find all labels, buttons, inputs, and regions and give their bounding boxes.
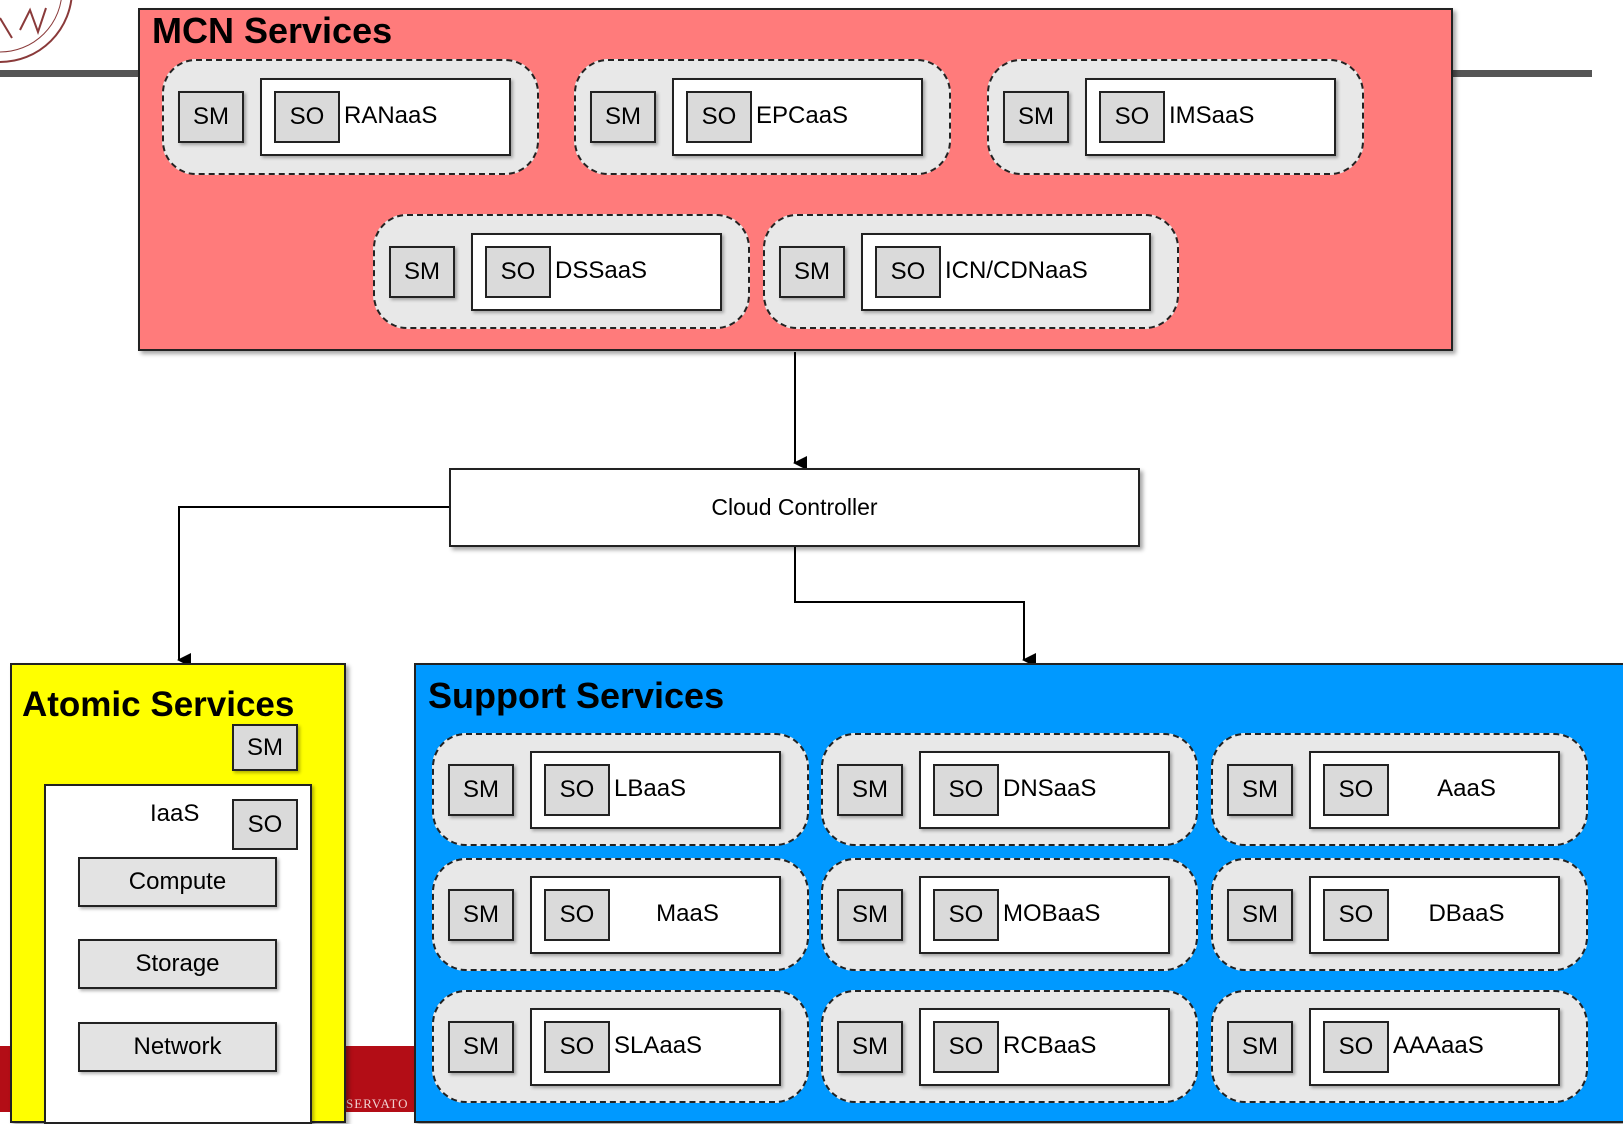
university-seal-logo	[0, 0, 90, 75]
so-box[interactable]: SO	[933, 888, 999, 941]
sm-box[interactable]: SM	[448, 763, 514, 816]
network-box[interactable]: Network	[78, 1022, 277, 1072]
service-name: RCBaaS	[1003, 1031, 1097, 1059]
arrow-controller-to-atomic	[177, 506, 449, 667]
sm-box[interactable]: SM	[837, 1020, 903, 1073]
so-box[interactable]: SO	[485, 245, 551, 298]
sm-box[interactable]: SM	[448, 888, 514, 941]
so-box[interactable]: SO	[1323, 763, 1389, 816]
service-name: AaaS	[1437, 774, 1496, 802]
so-box[interactable]: SO	[544, 888, 610, 941]
compute-box[interactable]: Compute	[78, 857, 277, 907]
service-name: AAAaaS	[1393, 1031, 1484, 1059]
so-box[interactable]: SO	[875, 245, 941, 298]
so-box[interactable]: SO	[686, 91, 752, 143]
service-name: MaaS	[656, 899, 719, 927]
atomic-sm-box[interactable]: SM	[232, 724, 298, 771]
service-name: ICN/CDNaaS	[945, 256, 1088, 284]
sm-box[interactable]: SM	[178, 91, 244, 143]
service-name: MOBaaS	[1003, 899, 1101, 927]
so-box[interactable]: SO	[1099, 91, 1165, 143]
service-name: RANaaS	[344, 102, 438, 129]
sm-box[interactable]: SM	[1227, 888, 1293, 941]
so-box[interactable]: SO	[1323, 1020, 1389, 1073]
cloud-controller-label: Cloud Controller	[711, 494, 878, 520]
service-name: LBaaS	[614, 774, 687, 802]
so-box[interactable]: SO	[544, 1020, 610, 1073]
service-name: IMSaaS	[1169, 102, 1255, 129]
cloud-controller-box[interactable]: Cloud Controller	[449, 468, 1140, 547]
sm-box[interactable]: SM	[590, 91, 656, 143]
sm-box[interactable]: SM	[1227, 763, 1293, 816]
atomic-services-title: Atomic Services	[22, 685, 295, 724]
so-box[interactable]: SO	[544, 763, 610, 816]
service-name: DSSaaS	[555, 256, 648, 284]
so-box[interactable]: SO	[1323, 888, 1389, 941]
sm-box[interactable]: SM	[448, 1020, 514, 1073]
iaas-label: IaaS	[150, 800, 200, 827]
iaas-so-box[interactable]: SO	[232, 799, 298, 850]
sm-box[interactable]: SM	[779, 245, 845, 298]
sm-box[interactable]: SM	[837, 763, 903, 816]
sm-box[interactable]: SM	[1003, 91, 1069, 143]
service-name: DBaaS	[1428, 899, 1505, 927]
so-box[interactable]: SO	[933, 1020, 999, 1073]
service-name: DNSaaS	[1003, 774, 1097, 802]
support-services-title: Support Services	[428, 675, 725, 716]
storage-box[interactable]: Storage	[78, 939, 277, 989]
mcn-services-title: MCN Services	[152, 10, 393, 51]
sm-box[interactable]: SM	[389, 245, 455, 298]
arrow-controller-to-support	[794, 547, 1036, 667]
sm-box[interactable]: SM	[1227, 1020, 1293, 1073]
so-box[interactable]: SO	[274, 91, 340, 143]
so-box[interactable]: SO	[933, 763, 999, 816]
service-name: SLAaaS	[614, 1031, 703, 1059]
footer-text: SERVATO	[346, 1096, 409, 1111]
sm-box[interactable]: SM	[837, 888, 903, 941]
service-name: EPCaaS	[756, 102, 849, 129]
